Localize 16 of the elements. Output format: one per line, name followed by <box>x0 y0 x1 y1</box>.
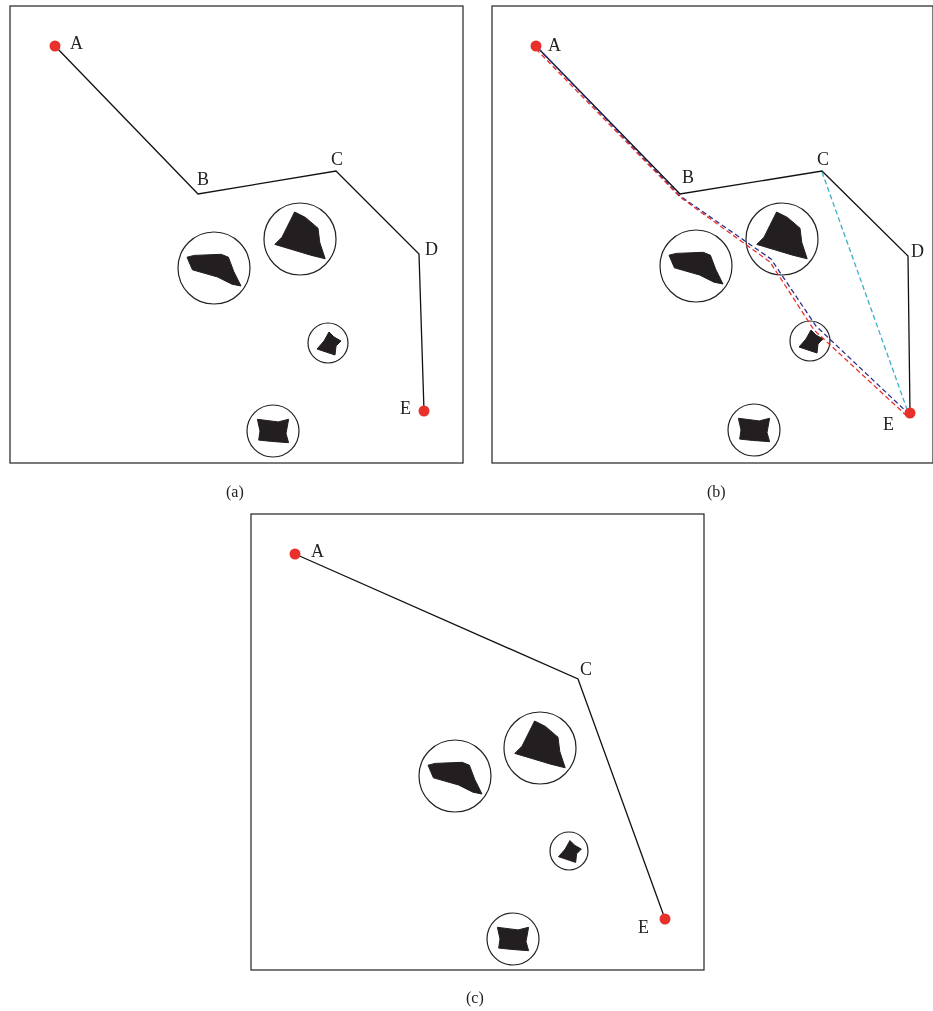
point-label: B <box>682 168 694 186</box>
point-label: A <box>548 36 561 54</box>
point-label: C <box>817 150 829 168</box>
point-label: E <box>400 399 411 417</box>
point-label: A <box>70 34 83 52</box>
panel-caption: (a) <box>226 483 244 501</box>
panel-caption: (c) <box>466 989 484 1007</box>
point-label: A <box>311 542 324 560</box>
point-label: C <box>331 150 343 168</box>
panel-caption: (b) <box>707 483 726 501</box>
point-label: C <box>580 660 592 678</box>
point-label: E <box>883 415 894 433</box>
point-label: B <box>197 170 209 188</box>
point-label: D <box>425 240 438 258</box>
point-label: E <box>638 918 649 936</box>
point-label: D <box>911 242 924 260</box>
